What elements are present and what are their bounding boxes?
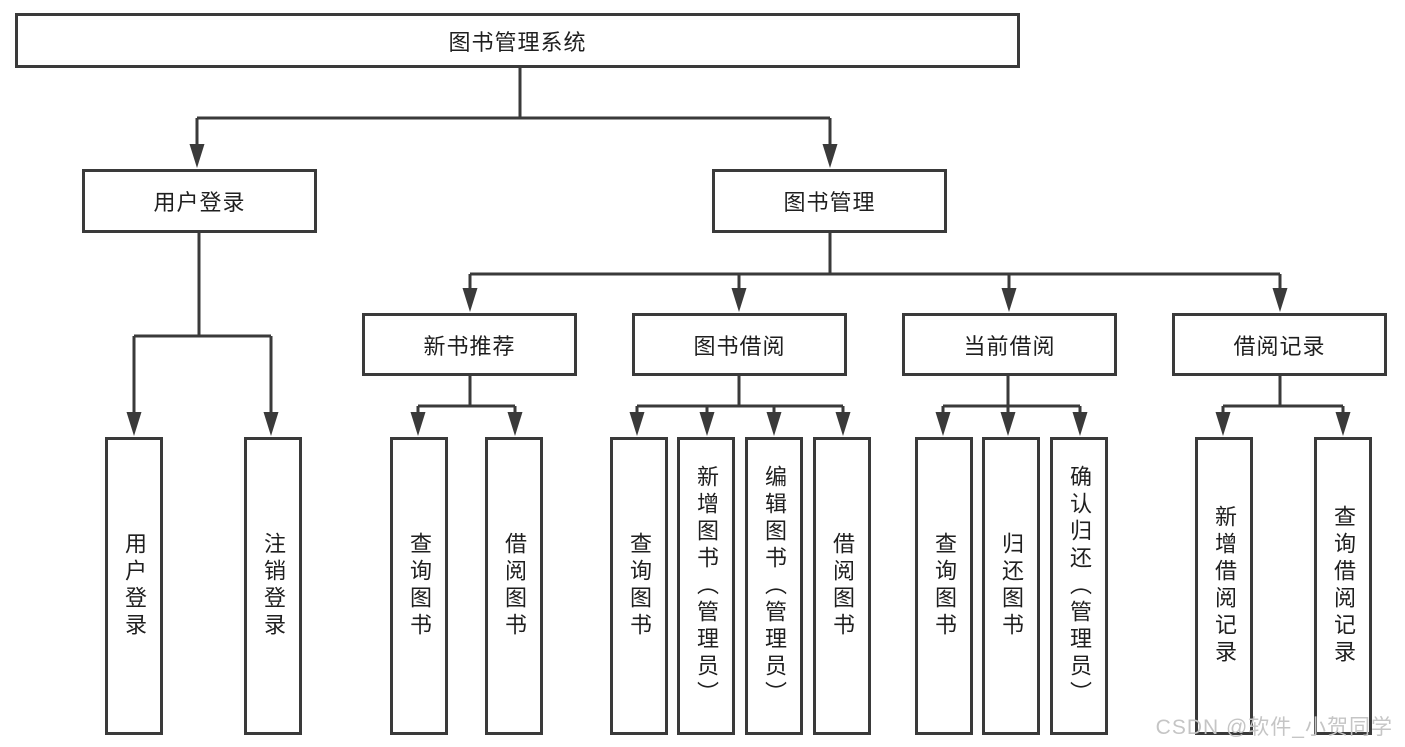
leaf-add-borrow-record: 新增借阅记录 [1195, 437, 1253, 735]
leaf-add-books-admin: 新增图书（管理员） [677, 437, 735, 735]
arrowhead [629, 412, 645, 436]
connector-borrow-to-leaves [629, 376, 851, 436]
node-label: 新增借阅记录 [1212, 505, 1237, 667]
node-label: 查询借阅记录 [1331, 505, 1356, 667]
arrowhead [263, 412, 279, 436]
arrowhead [731, 288, 747, 312]
arrowhead [835, 412, 851, 436]
node-label: 图书借阅 [693, 333, 786, 359]
arrowhead [1072, 412, 1088, 436]
leaf-return-books: 归还图书 [982, 437, 1040, 735]
connector-login-to-leaves [126, 233, 279, 436]
connector-mgmt-to-level3 [462, 233, 1288, 312]
leaf-logout: 注销登录 [244, 437, 302, 735]
node-label: 借阅记录 [1233, 333, 1326, 359]
node-current-borrowing: 当前借阅 [902, 313, 1117, 376]
node-book-management: 图书管理 [712, 169, 947, 233]
node-label: 图书管理系统 [448, 29, 587, 55]
arrowhead [935, 412, 951, 436]
arrowhead [1001, 288, 1017, 312]
node-label: 查询图书 [627, 532, 652, 640]
arrowhead [507, 412, 523, 436]
leaf-query-books-newbook: 查询图书 [390, 437, 448, 735]
node-label: 新增图书（管理员） [694, 464, 719, 708]
arrowhead [1000, 412, 1016, 436]
node-label: 用户登录 [122, 532, 147, 640]
leaf-confirm-return-admin: 确认归还（管理员） [1050, 437, 1108, 735]
arrowhead [766, 412, 782, 436]
node-root-system: 图书管理系统 [15, 13, 1020, 68]
arrowhead [822, 144, 838, 168]
arrowhead [1335, 412, 1351, 436]
leaf-user-login: 用户登录 [105, 437, 163, 735]
node-borrowing-records: 借阅记录 [1172, 313, 1387, 376]
arrowhead [1272, 288, 1288, 312]
node-book-borrowing: 图书借阅 [632, 313, 847, 376]
connector-current-to-leaves [935, 376, 1088, 436]
connector-root-to-level2 [189, 68, 838, 168]
leaf-query-books-current: 查询图书 [915, 437, 973, 735]
arrowhead [462, 288, 478, 312]
node-label: 图书管理 [783, 190, 876, 215]
arrowhead [1215, 412, 1231, 436]
node-label: 用户登录 [153, 190, 246, 215]
arrowhead [699, 412, 715, 436]
connector-newbook-to-leaves [410, 376, 523, 436]
leaf-edit-books-admin: 编辑图书（管理员） [745, 437, 803, 735]
arrowhead [126, 412, 142, 436]
node-label: 归还图书 [999, 532, 1024, 640]
csdn-watermark: CSDN @软件_小贺同学 [1155, 716, 1393, 739]
leaf-borrow-books-newbook: 借阅图书 [485, 437, 543, 735]
node-label: 借阅图书 [830, 532, 855, 640]
node-label: 新书推荐 [423, 333, 516, 359]
leaf-borrow-books-borrowing: 借阅图书 [813, 437, 871, 735]
arrowhead [410, 412, 426, 436]
node-label: 查询图书 [407, 532, 432, 640]
leaf-query-borrow-record: 查询借阅记录 [1314, 437, 1372, 735]
node-label: 查询图书 [932, 532, 957, 640]
leaf-query-books-borrowing: 查询图书 [610, 437, 668, 735]
node-label: 当前借阅 [963, 333, 1056, 359]
node-label: 注销登录 [261, 532, 286, 640]
node-label: 借阅图书 [502, 532, 527, 640]
node-label: 编辑图书（管理员） [762, 464, 787, 708]
node-new-book-recommend: 新书推荐 [362, 313, 577, 376]
connector-records-to-leaves [1215, 376, 1351, 436]
node-user-login: 用户登录 [82, 169, 317, 233]
node-label: 确认归还（管理员） [1067, 464, 1092, 708]
arrowhead [189, 144, 205, 168]
